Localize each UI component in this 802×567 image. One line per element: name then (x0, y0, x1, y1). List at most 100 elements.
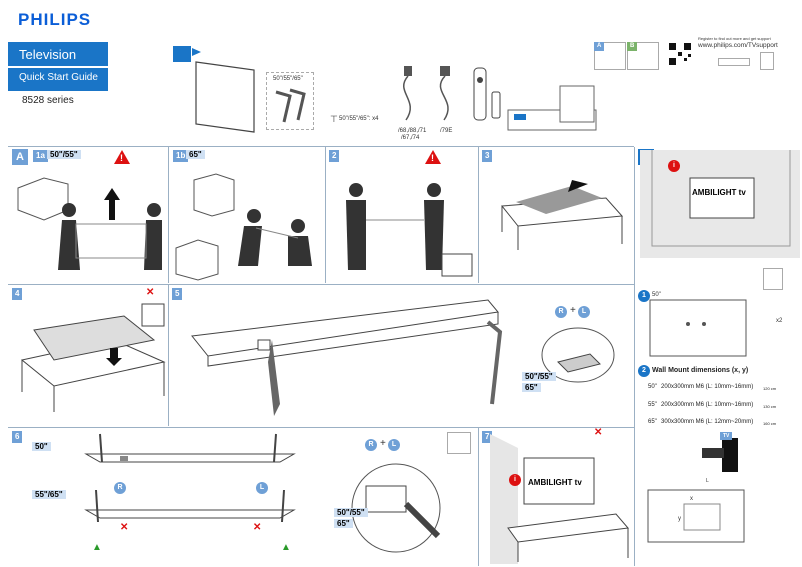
step-4-wrong-icon: ✕ (146, 287, 155, 298)
section-divider-row2 (8, 284, 634, 285)
step-6-size-50: 50" (32, 442, 51, 451)
register-search-field (718, 58, 750, 66)
step-6-badge: 6 (12, 431, 23, 443)
step-6-tv-5565 (84, 489, 296, 523)
step-6-ok-left: ▲ (92, 542, 102, 553)
guide-title: Quick Start Guide (19, 72, 98, 83)
step-4-badge: 4 (12, 288, 23, 300)
wall-row-2-spec: 200x300mm M6 (L: 10mm~16mm) (661, 402, 754, 408)
warning-icon-2 (425, 150, 441, 164)
step-6-check-box (447, 432, 471, 454)
brand-block: PHILIPS Television Quick Start Guide 852… (0, 0, 108, 145)
cable-note-3: /79E (440, 128, 453, 134)
step-2-badge: 2 (329, 150, 340, 162)
wall-step-1-tv-back (649, 299, 747, 357)
step-5-size-b: 65" (522, 383, 541, 392)
step-6-ok-right: ▲ (281, 542, 291, 553)
wall-x-label: x (690, 496, 693, 502)
title-divider (8, 66, 108, 68)
wall-bracket-detail (702, 438, 738, 472)
step-6-tv-50 (84, 433, 296, 463)
info-icon-b: i (668, 160, 680, 172)
wall-row-3-size: 65" (648, 419, 657, 425)
stand-size-label: 50"/55"/65" (273, 76, 303, 82)
power-cable-alt-icon (439, 66, 450, 121)
wall-row-1-dist: 120 cm (763, 386, 777, 391)
wall-row-2-dist: 130 cm (763, 404, 777, 409)
divider-v4 (168, 285, 169, 426)
wall-mount-dimensions-title: Wall Mount dimensions (x, y) (652, 367, 749, 374)
wall-bracket-icon (763, 268, 783, 290)
register-text: Register to find out more and get suppor… (698, 36, 771, 41)
step-6-plus: + (380, 438, 386, 449)
wall-step-1-label: 50" (652, 292, 661, 298)
step-5-detail-circle (541, 327, 615, 383)
step-6-size-5565: 55"/65" (32, 490, 66, 499)
step-5-illustration (191, 299, 503, 416)
step-6-wrong-left: ✕ (120, 522, 129, 533)
brand-logo: PHILIPS (18, 10, 92, 29)
step-5-size-a: 50"/55" (522, 372, 556, 381)
right-foot-badge-6b: R (365, 439, 377, 451)
cable-note-1: /68,/88,/71 (398, 128, 427, 134)
setup-option-b-tag: B (627, 42, 638, 51)
setup-option-b (627, 42, 659, 70)
documents-icon (507, 85, 597, 131)
batteries-icon (491, 91, 501, 119)
step-1b-size: 65" (186, 150, 205, 159)
right-foot-badge-6: R (114, 482, 126, 494)
stand-feet-icon (275, 88, 306, 123)
ambilight-label-7: AMBILIGHT tv (528, 478, 582, 487)
wall-row-1-spec: 200x300mm M6 (L: 10mm~16mm) (661, 384, 754, 390)
screws-icon: ⊤ (330, 114, 338, 124)
step-1a-size: 50"/55" (47, 150, 81, 159)
wall-y-label: y (678, 516, 681, 522)
step-6-screw-detail (351, 463, 441, 553)
ambilight-label-b: AMBILIGHT tv (692, 188, 746, 197)
step-5-plus: + (570, 305, 576, 316)
step-6-size-a: 50"/55" (334, 508, 368, 517)
wall-tv-tag: TV (720, 432, 733, 440)
register-doc-icon (760, 52, 774, 70)
divider-v6 (634, 147, 635, 566)
step-7-badge: 7 (482, 431, 493, 443)
step-2-illustration (346, 183, 473, 277)
step-a-badge: A (12, 149, 28, 165)
power-cable-icon (402, 66, 412, 121)
step-1b-illustration (175, 173, 312, 281)
cable-note-2: /67,/74 (401, 135, 420, 141)
stand-feet-box (266, 72, 314, 130)
setup-option-a (594, 42, 626, 70)
step-4-illustration (20, 303, 166, 412)
wall-l-label: L (706, 478, 709, 484)
remote-control-icon (473, 67, 487, 121)
product-title: Television (19, 47, 77, 62)
left-foot-badge-5: L (578, 306, 590, 318)
right-foot-badge-5: R (555, 306, 567, 318)
info-icon-7: i (509, 474, 521, 486)
left-foot-badge-6: L (256, 482, 268, 494)
step-6-wrong-right: ✕ (253, 522, 262, 533)
wall-row-1-size: 50" (648, 384, 657, 390)
step-6-size-b: 65" (334, 519, 353, 528)
warning-icon-1a (114, 150, 130, 164)
wall-row-3-dist: 160 cm (763, 421, 777, 426)
wall-xy-diagram (647, 489, 745, 543)
series-label: 8528 series (22, 95, 74, 106)
tv-panel-illustration (195, 61, 255, 133)
divider-v5 (478, 428, 479, 566)
section-divider-row1 (8, 146, 634, 147)
step-5-badge: 5 (172, 288, 183, 300)
wall-step-1: 1 (638, 290, 650, 302)
step-1b-badge: 1b (173, 150, 189, 162)
screws-label: 50"/55"/65": x4 (339, 116, 379, 122)
step-7-wrong-icon: ✕ (594, 427, 603, 438)
wall-row-3-spec: 300x300mm M6 (L: 12mm~20mm) (661, 419, 754, 425)
wall-step-2: 2 (638, 365, 650, 377)
step-3-illustration (501, 180, 624, 250)
divider-v1 (168, 147, 169, 283)
divider-v3 (478, 147, 479, 283)
setup-option-a-tag: A (594, 42, 605, 51)
step-b-room-illustration (640, 150, 800, 258)
register-url[interactable]: www.philips.com/TVsupport (698, 42, 778, 49)
